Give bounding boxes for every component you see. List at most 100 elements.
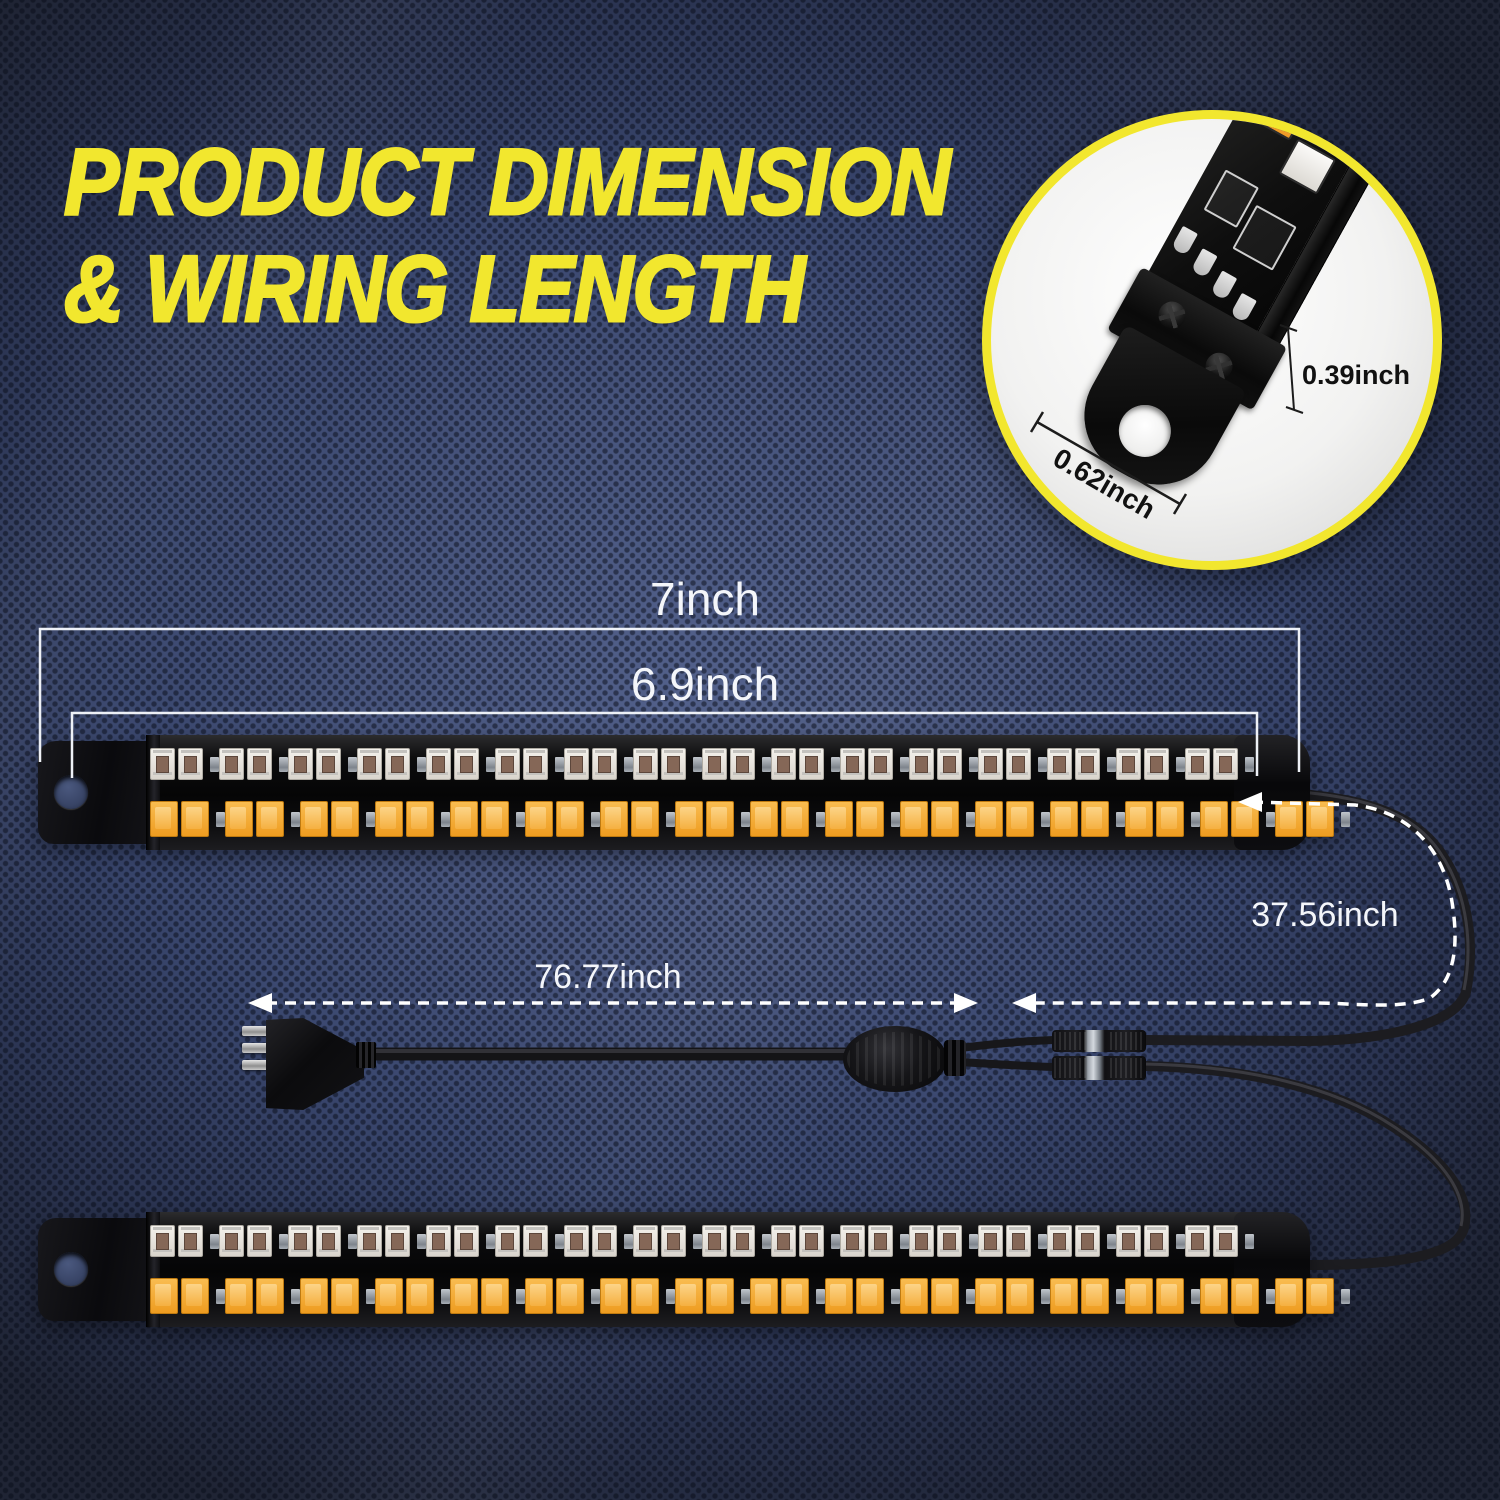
led-group: [1125, 801, 1200, 837]
solder-clip: [624, 1233, 633, 1249]
mounting-tab: [38, 741, 158, 844]
white-led: [592, 748, 617, 780]
amber-led: [181, 1278, 209, 1314]
white-led: [1116, 1225, 1141, 1257]
led-group: [1275, 801, 1350, 837]
white-led: [523, 748, 548, 780]
amber-led: [1306, 801, 1334, 837]
amber-led: [375, 801, 403, 837]
led-group: [600, 1278, 675, 1314]
solder-clip: [1038, 1233, 1047, 1249]
led-group: [750, 801, 825, 837]
white-led: [454, 748, 479, 780]
amber-led: [750, 801, 778, 837]
solder-clip: [1245, 756, 1254, 772]
solder-clip: [591, 1288, 600, 1304]
white-led: [495, 1225, 520, 1257]
solder-clip: [279, 756, 288, 772]
amber-led: [481, 801, 509, 837]
led-group: [909, 1225, 978, 1257]
amber-led: [450, 1278, 478, 1314]
amber-led: [181, 801, 209, 837]
led-group: [825, 801, 900, 837]
led-group: [1116, 1225, 1185, 1257]
amber-led: [1306, 1278, 1334, 1314]
solder-clip: [1191, 811, 1200, 827]
solder-clip: [486, 756, 495, 772]
solder-clip: [279, 1233, 288, 1249]
led-group: [633, 1225, 702, 1257]
white-led: [178, 748, 203, 780]
solder-clip: [666, 811, 675, 827]
white-led: [1116, 748, 1141, 780]
amber-led: [1125, 801, 1153, 837]
white-led: [454, 1225, 479, 1257]
amber-led: [1081, 801, 1109, 837]
led-group: [219, 1225, 288, 1257]
barrel-connector-bottom: [1052, 1056, 1146, 1080]
solder-clip: [516, 811, 525, 827]
led-group: [564, 748, 633, 780]
white-led: [868, 1225, 893, 1257]
amber-led: [556, 801, 584, 837]
led-group: [525, 1278, 600, 1314]
amber-led: [150, 801, 178, 837]
solder-clip: [624, 756, 633, 772]
amber-led: [150, 1278, 178, 1314]
led-group: [357, 1225, 426, 1257]
led-row-white: [150, 748, 1254, 780]
led-group: [978, 1225, 1047, 1257]
solder-clip: [1116, 811, 1125, 827]
amber-led: [706, 801, 734, 837]
led-group: [426, 1225, 495, 1257]
dimension-bracket-7inch: [38, 627, 1301, 772]
white-led: [799, 1225, 824, 1257]
amber-led: [1275, 801, 1303, 837]
led-row-amber: [150, 1278, 1350, 1314]
solder-clip: [831, 756, 840, 772]
led-group: [975, 801, 1050, 837]
amber-led: [300, 801, 328, 837]
solder-clip: [900, 1233, 909, 1249]
y-splitter: [843, 1026, 947, 1092]
solder-clip: [210, 756, 219, 772]
led-array: [150, 1225, 1350, 1314]
white-led: [564, 748, 589, 780]
white-led: [592, 1225, 617, 1257]
led-group: [450, 801, 525, 837]
led-group: [1275, 1278, 1350, 1314]
white-led: [661, 748, 686, 780]
plug-strain-relief: [356, 1042, 376, 1068]
white-led: [937, 1225, 962, 1257]
solder-clip: [966, 1288, 975, 1304]
white-led: [702, 748, 727, 780]
led-group: [1047, 1225, 1116, 1257]
amber-led: [975, 801, 1003, 837]
led-row-amber: [150, 801, 1350, 837]
amber-led: [856, 1278, 884, 1314]
led-group: [1050, 801, 1125, 837]
led-group: [840, 748, 909, 780]
amber-led: [706, 1278, 734, 1314]
solder-clip: [555, 1233, 564, 1249]
led-group: [675, 801, 750, 837]
led-group: [702, 1225, 771, 1257]
solder-clip: [741, 1288, 750, 1304]
solder-clip: [1266, 811, 1275, 827]
led-group: [150, 748, 219, 780]
inset-width-line: [1036, 420, 1181, 506]
inset-width-ticks: [1029, 411, 1188, 515]
led-group: [771, 1225, 840, 1257]
led-group: [1185, 748, 1254, 780]
solder-clip: [291, 811, 300, 827]
label-inset-height: 0.39inch: [1302, 360, 1411, 390]
mounting-tab: [38, 1218, 158, 1321]
led-group: [771, 748, 840, 780]
amber-led: [331, 1278, 359, 1314]
white-led: [178, 1225, 203, 1257]
label-led-section-length: 6.9inch: [630, 658, 780, 710]
solder-clip: [1245, 1233, 1254, 1249]
